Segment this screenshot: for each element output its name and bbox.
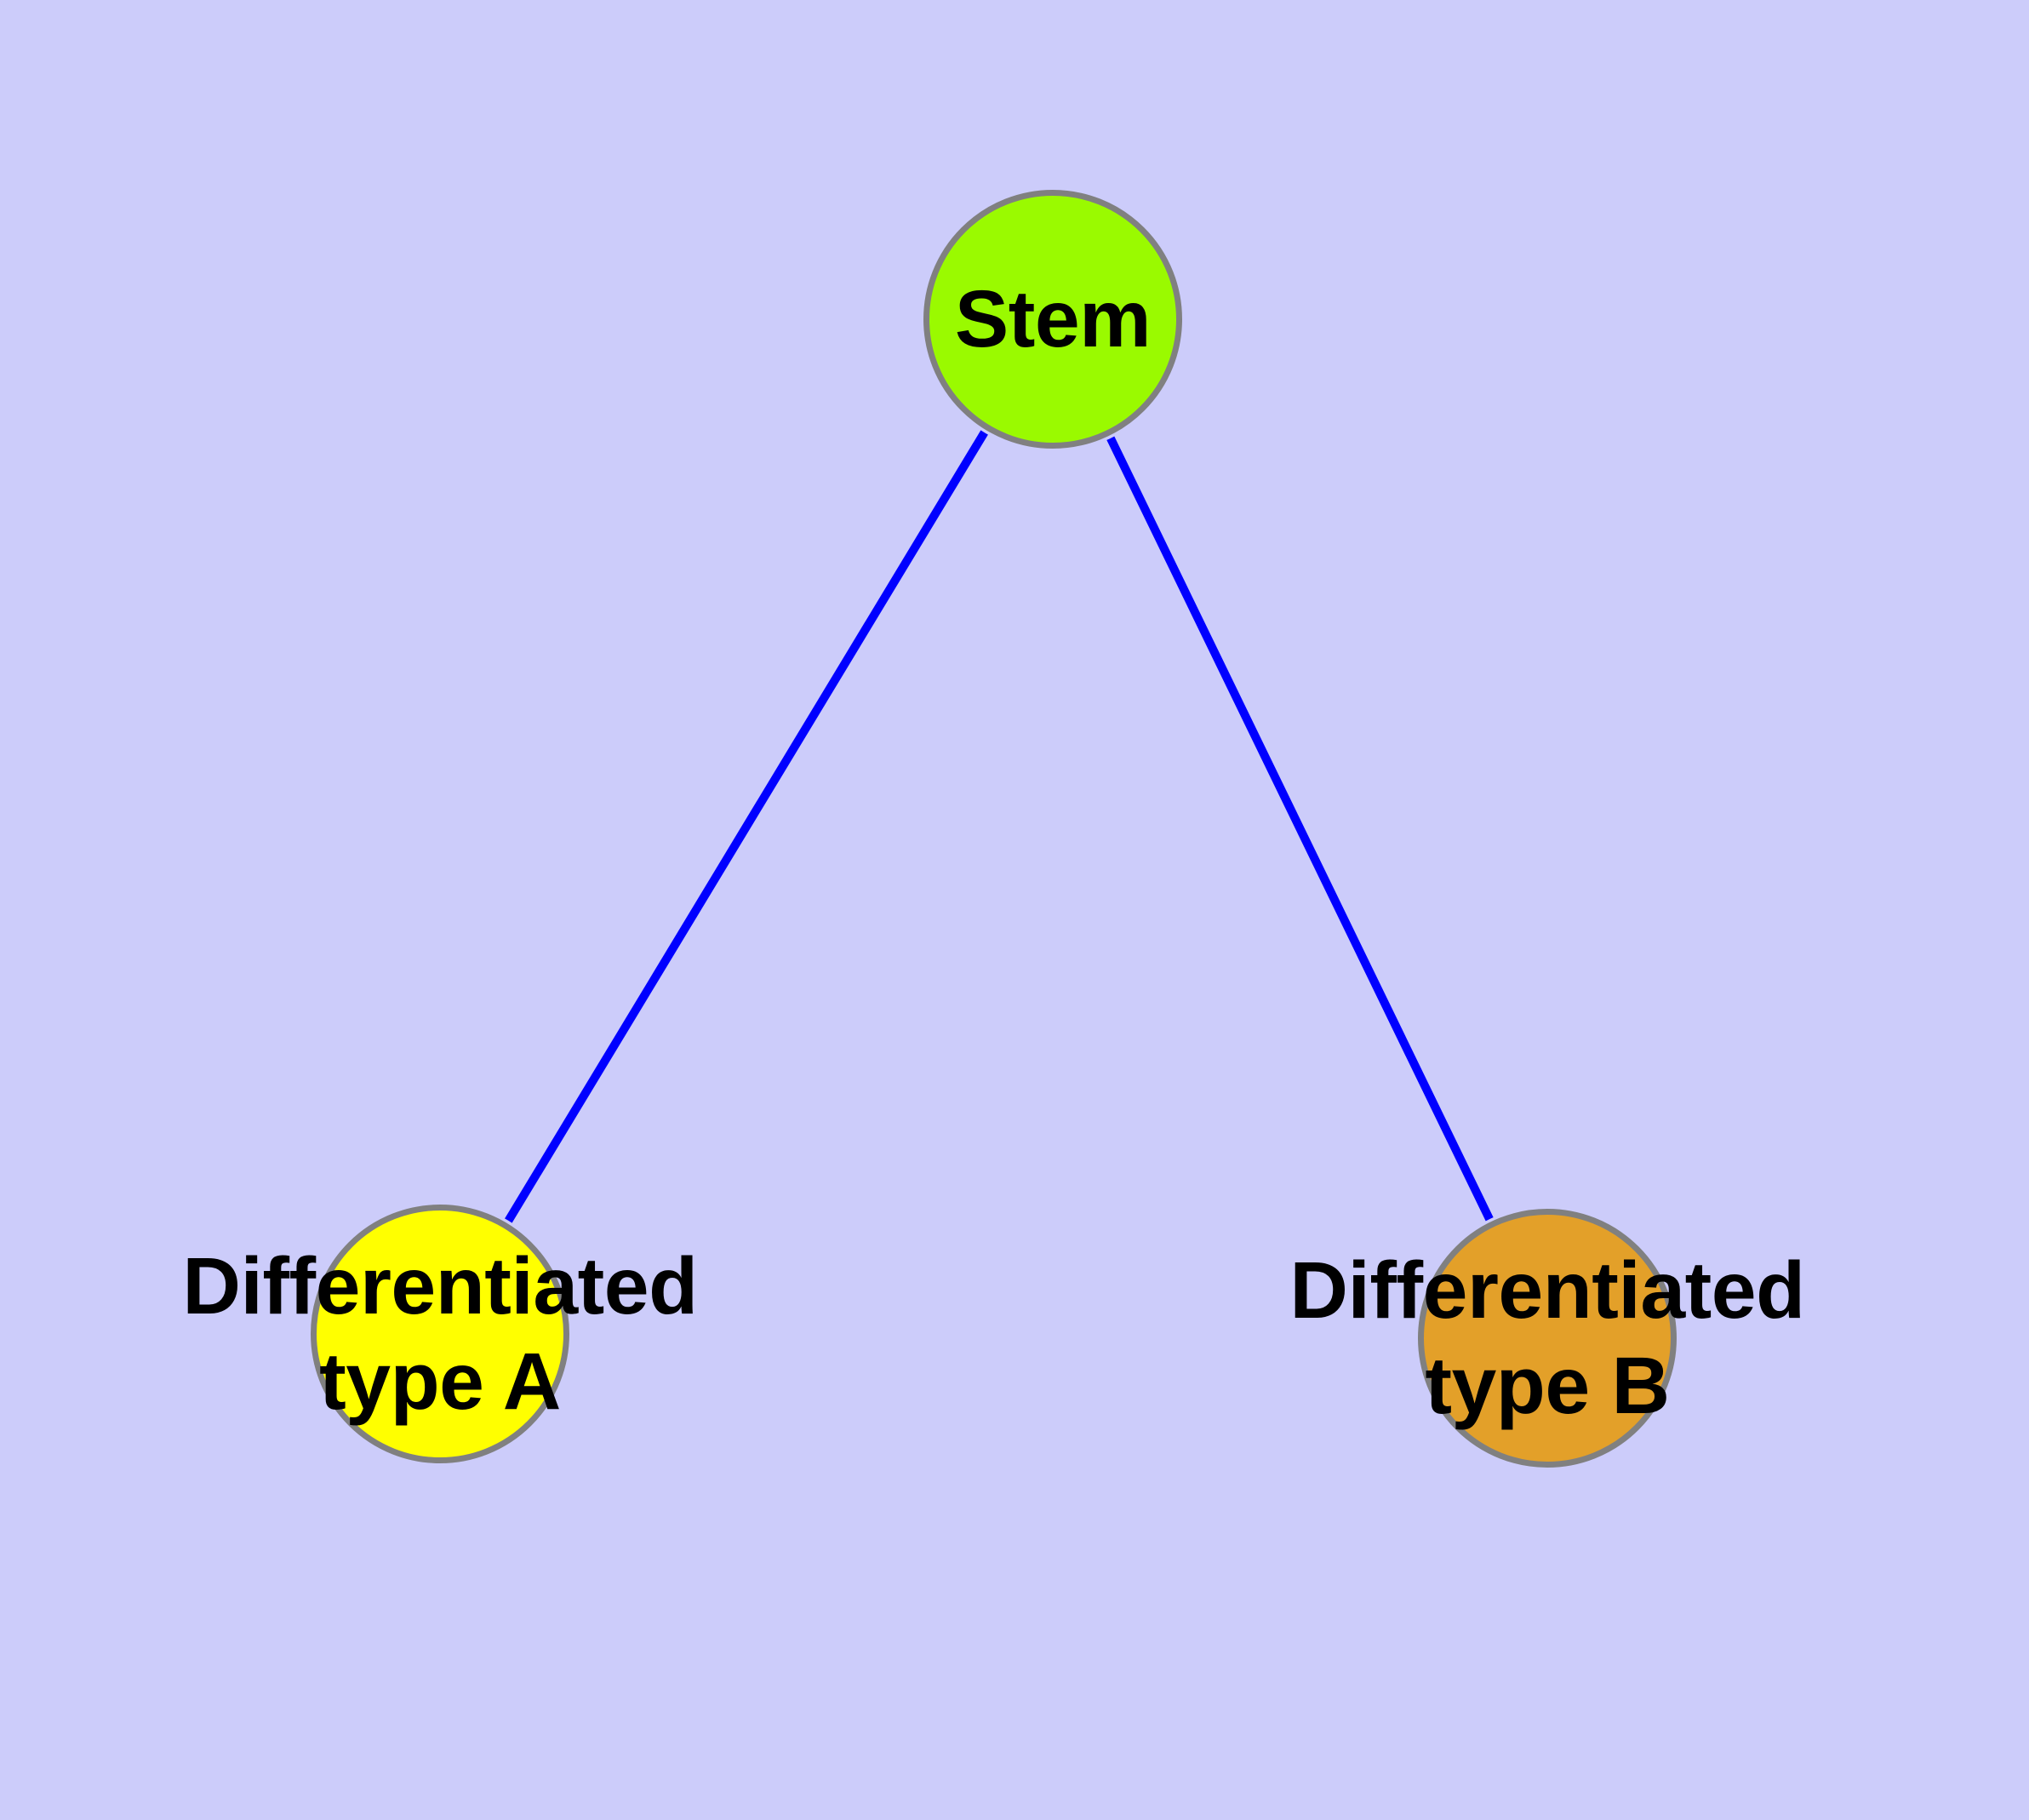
edge-stem-to-differentiated-type-b	[1049, 317, 1552, 1341]
node-differentiated-type-b[interactable]	[1418, 1209, 1677, 1468]
node-differentiated-type-a[interactable]	[311, 1205, 569, 1463]
node-stem[interactable]	[923, 190, 1182, 449]
edge-stem-to-differentiated-type-a	[436, 317, 1057, 1336]
